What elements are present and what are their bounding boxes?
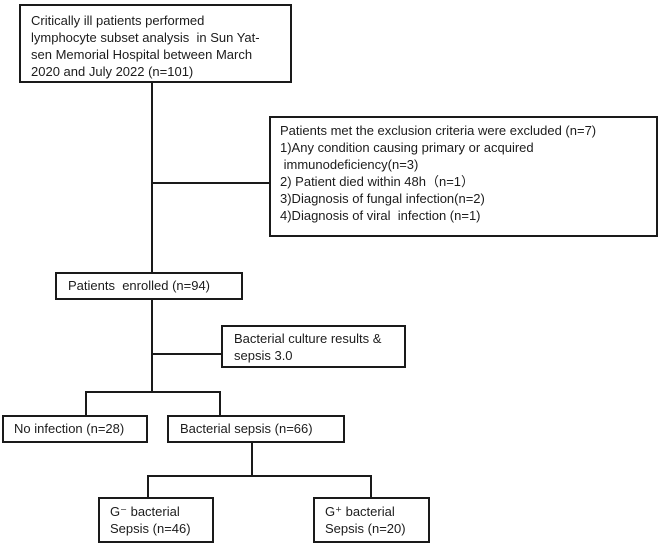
connector-branch-to-culture	[153, 353, 221, 355]
box-no-infection: No infection (n=28)	[2, 415, 148, 443]
initial-cohort-line: Critically ill patients performed	[31, 13, 205, 28]
bacterial-culture-line: sepsis 3.0	[234, 348, 293, 363]
exclusion-criteria-line: 2) Patient died within 48h（n=1）	[280, 174, 475, 189]
initial-cohort-line: lymphocyte subset analysis in Sun Yat-	[31, 30, 260, 45]
no-infection-label: No infection (n=28)	[14, 421, 125, 436]
connector-enrolled-to-split	[151, 300, 153, 393]
box-g-negative-sepsis: G⁻ bacterial Sepsis (n=46)	[98, 497, 214, 543]
exclusion-criteria-line: 4)Diagnosis of viral infection (n=1)	[280, 208, 481, 223]
box-g-positive-sepsis: G⁺ bacterial Sepsis (n=20)	[313, 497, 430, 543]
connector-branch-to-exclusion	[152, 182, 269, 184]
box-exclusion-criteria: Patients met the exclusion criteria were…	[269, 116, 658, 237]
connector-drop-bacterial-sepsis	[219, 391, 221, 415]
g-positive-line: G⁺ bacterial	[325, 504, 395, 519]
connector-split-bar-gram	[147, 475, 372, 477]
initial-cohort-line: 2020 and July 2022 (n=101)	[31, 64, 194, 79]
box-initial-cohort: Critically ill patients performed lympho…	[19, 4, 292, 83]
connector-split-bar-infection	[85, 391, 221, 393]
g-negative-line: Sepsis (n=46)	[110, 521, 191, 536]
exclusion-criteria-line: immunodeficiency(n=3)	[280, 157, 419, 172]
box-bacterial-sepsis: Bacterial sepsis (n=66)	[167, 415, 345, 443]
exclusion-criteria-line: 1)Any condition causing primary or acqui…	[280, 140, 534, 155]
box-bacterial-culture-sepsis: Bacterial culture results & sepsis 3.0	[221, 325, 406, 368]
connector-drop-no-infection	[85, 391, 87, 415]
connector-initial-to-enrolled	[151, 83, 153, 272]
connector-sepsis-to-split	[251, 443, 253, 477]
initial-cohort-line: sen Memorial Hospital between March	[31, 47, 253, 62]
g-negative-line: G⁻ bacterial	[110, 504, 180, 519]
bacterial-culture-line: Bacterial culture results &	[234, 331, 382, 346]
exclusion-criteria-line: Patients met the exclusion criteria were…	[280, 123, 597, 138]
bacterial-sepsis-label: Bacterial sepsis (n=66)	[180, 421, 313, 436]
connector-drop-g-positive	[370, 475, 372, 497]
exclusion-criteria-line: 3)Diagnosis of fungal infection(n=2)	[280, 191, 485, 206]
box-patients-enrolled: Patients enrolled (n=94)	[55, 272, 243, 300]
patients-enrolled-label: Patients enrolled (n=94)	[68, 278, 211, 293]
connector-drop-g-negative	[147, 475, 149, 497]
g-positive-line: Sepsis (n=20)	[325, 521, 406, 536]
